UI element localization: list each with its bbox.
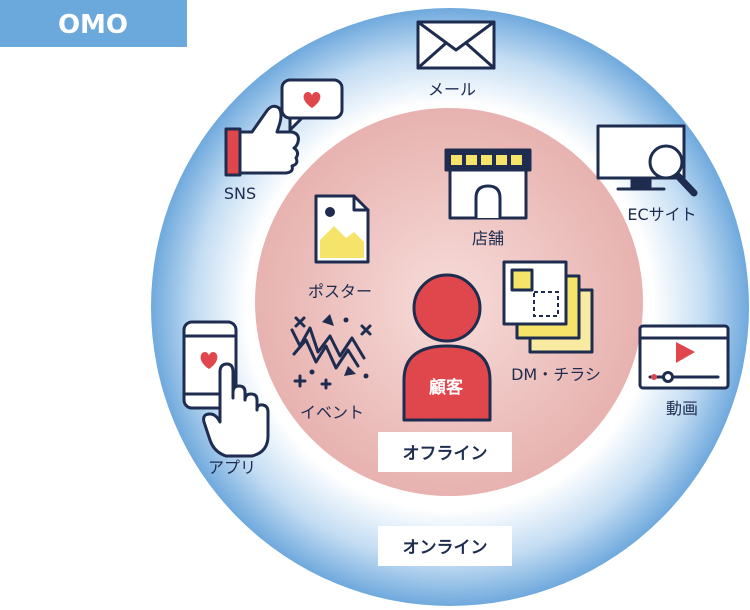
- title-background: [0, 0, 187, 47]
- offline-label: オフライン: [403, 444, 488, 464]
- mail-icon: [416, 20, 496, 70]
- confetti-icon: [290, 314, 372, 390]
- poster-label: ポスター: [308, 282, 372, 301]
- omo-title-box: OMO: [0, 0, 187, 47]
- dm-flyer-label: DM・チラシ: [511, 365, 601, 384]
- store-label: 店舗: [472, 229, 504, 248]
- flyer-stack-icon: [502, 260, 594, 354]
- heart-icon: [303, 92, 321, 108]
- video-player-icon: [638, 324, 730, 390]
- store-icon: [444, 148, 532, 220]
- monitor-search-icon: [596, 124, 698, 197]
- online-label: オンライン: [403, 538, 488, 558]
- sns-label: SNS: [224, 184, 256, 203]
- ec-site-label: ECサイト: [627, 205, 696, 224]
- heart-icon: [200, 352, 218, 369]
- smartphone-tap-icon: [182, 320, 270, 458]
- offline-badge: オフライン: [378, 432, 512, 472]
- online-badge: オンライン: [378, 526, 512, 566]
- video-label: 動画: [666, 399, 698, 418]
- mail-label: メール: [428, 80, 476, 99]
- magnifier-icon: [648, 144, 684, 180]
- play-icon: [676, 342, 695, 363]
- page-title: OMO: [58, 10, 128, 40]
- thumbs-up-icon: [224, 78, 344, 177]
- app-label: アプリ: [208, 458, 256, 477]
- customer-icon: [402, 273, 492, 422]
- event-label: イベント: [300, 403, 364, 422]
- hand-pointer-icon: [202, 362, 270, 458]
- customer-label: 顧客: [429, 377, 464, 398]
- poster-icon: [314, 194, 370, 264]
